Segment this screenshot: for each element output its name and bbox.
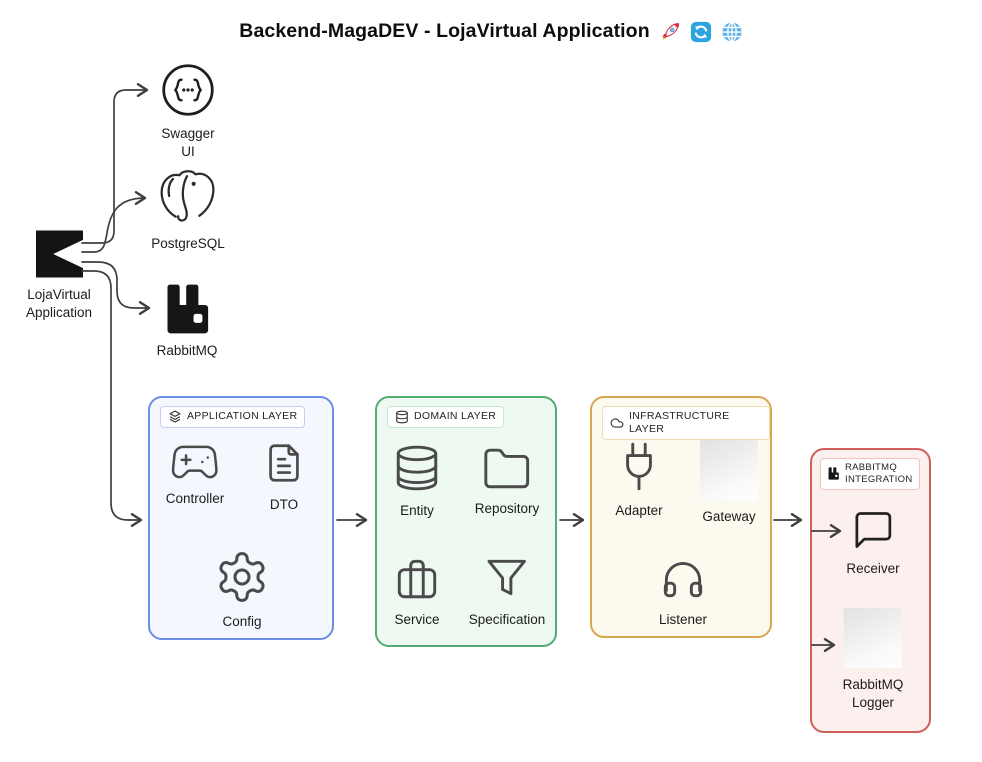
loja-virtual-app-icon	[35, 230, 83, 278]
item-dto: DTO	[261, 438, 307, 514]
application-layer-badge: APPLICATION LAYER	[160, 406, 306, 428]
gateway-image-placeholder	[700, 440, 758, 500]
item-controller: Controller	[165, 442, 225, 508]
loja-virtual-app-label: LojaVirtual Application	[25, 287, 93, 321]
repository-label: Repository	[474, 501, 540, 516]
item-receiver: Receiver	[846, 508, 900, 578]
listener-label: Listener	[658, 612, 708, 627]
dto-file-icon	[269, 444, 299, 482]
controller-icon	[172, 445, 218, 479]
application-layer-title: APPLICATION LAYER	[187, 410, 298, 423]
item-repository: Repository	[474, 446, 540, 518]
layers-icon	[169, 410, 181, 423]
postgresql-icon	[160, 170, 215, 222]
node-loja-virtual-application: LojaVirtual Application	[12, 229, 106, 322]
node-postgresql: PostgreSQL	[151, 164, 225, 253]
diagram-title-row: Backend-MagaDEV - LojaVirtual Applicatio…	[0, 20, 982, 43]
infrastructure-layer-badge: INFRASTRUCTURE LAYER	[602, 406, 770, 441]
domain-layer-box: DOMAIN LAYER Entity Repository Service	[375, 396, 557, 647]
rabbitmq-integration-box: RABBITMQ INTEGRATION Receiver RabbitMQ L…	[810, 448, 931, 733]
service-label: Service	[394, 612, 440, 627]
rabbitmq-integration-title: RABBITMQ INTEGRATION	[845, 462, 913, 485]
specification-funnel-icon	[487, 559, 527, 596]
domain-layer-badge: DOMAIN LAYER	[387, 406, 505, 428]
rabbitmq-integration-badge: RABBITMQ INTEGRATION	[820, 458, 920, 490]
rabbitmq-small-icon	[828, 467, 839, 480]
specification-label: Specification	[468, 612, 546, 627]
entity-label: Entity	[400, 503, 434, 518]
node-rabbitmq: RabbitMQ	[157, 283, 217, 360]
config-gear-icon	[219, 552, 265, 602]
item-adapter: Adapter	[614, 440, 664, 520]
service-briefcase-icon	[397, 559, 437, 599]
dto-label: DTO	[269, 497, 299, 512]
refresh-icon	[690, 21, 711, 42]
swagger-ui-label: Swagger UI	[161, 126, 215, 160]
gateway-label: Gateway	[702, 509, 756, 524]
rabbitmq-label: RabbitMQ	[156, 343, 218, 358]
node-swagger-ui: Swagger UI	[159, 62, 217, 161]
controller-label: Controller	[165, 491, 225, 506]
item-specification: Specification	[468, 553, 546, 629]
rabbitmq-logger-image-placeholder	[844, 608, 902, 668]
swagger-icon	[162, 64, 214, 116]
item-service: Service	[392, 553, 442, 629]
rocket-icon	[662, 22, 679, 39]
listener-headphones-icon	[663, 561, 703, 598]
globe-icon	[722, 21, 742, 42]
rabbitmq-icon	[167, 284, 209, 334]
infrastructure-layer-box: INFRASTRUCTURE LAYER Adapter Gateway Lis…	[590, 396, 772, 638]
diagram-title: Backend-MagaDEV - LojaVirtual Applicatio…	[239, 20, 650, 42]
receiver-message-icon	[855, 512, 891, 548]
config-label: Config	[222, 614, 262, 629]
item-config: Config	[214, 549, 270, 631]
receiver-label: Receiver	[846, 561, 900, 576]
adapter-plug-icon	[626, 442, 652, 491]
adapter-label: Adapter	[615, 503, 663, 518]
item-listener: Listener	[658, 553, 708, 629]
entity-database-icon	[396, 445, 438, 491]
rabbitmq-logger-label: RabbitMQ Logger	[842, 677, 904, 710]
database-icon	[396, 410, 408, 424]
repository-folder-icon	[484, 448, 530, 489]
item-gateway: Gateway	[700, 440, 758, 526]
edge-app-to-swagger	[81, 82, 149, 244]
domain-layer-title: DOMAIN LAYER	[414, 410, 497, 423]
application-layer-box: APPLICATION LAYER Controller DTO	[148, 396, 334, 640]
item-rabbitmq-logger: RabbitMQ Logger	[842, 608, 904, 711]
infrastructure-layer-title: INFRASTRUCTURE LAYER	[629, 410, 730, 436]
cloud-icon	[610, 418, 624, 428]
postgresql-label: PostgreSQL	[151, 236, 225, 251]
item-entity: Entity	[392, 442, 442, 520]
